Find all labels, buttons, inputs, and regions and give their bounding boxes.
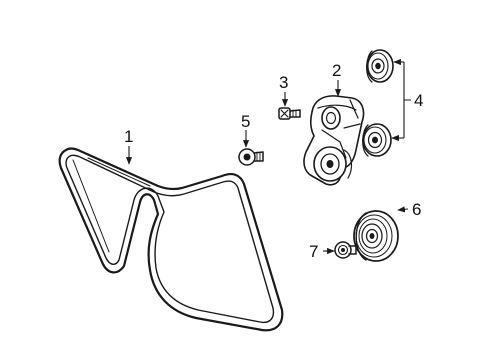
bracket-4	[403, 62, 411, 138]
callout-leaders	[125, 58, 411, 255]
bolt-part-7	[334, 241, 357, 259]
bolt-part-5	[238, 148, 264, 166]
callout-1: 1	[124, 127, 133, 146]
belt-tensioner	[303, 95, 365, 186]
leader-6	[397, 206, 409, 213]
callout-6: 6	[412, 200, 421, 219]
callout-5: 5	[241, 112, 250, 131]
serpentine-belt	[58, 147, 284, 332]
idler-pulley-upper	[366, 49, 394, 83]
callout-2: 2	[332, 61, 341, 80]
grooved-pulley	[353, 210, 399, 262]
callout-4: 4	[414, 91, 423, 110]
callout-7: 7	[309, 242, 318, 261]
callout-3: 3	[279, 73, 288, 92]
idler-pulley-lower	[362, 123, 392, 157]
bolt-part-3	[278, 107, 301, 120]
